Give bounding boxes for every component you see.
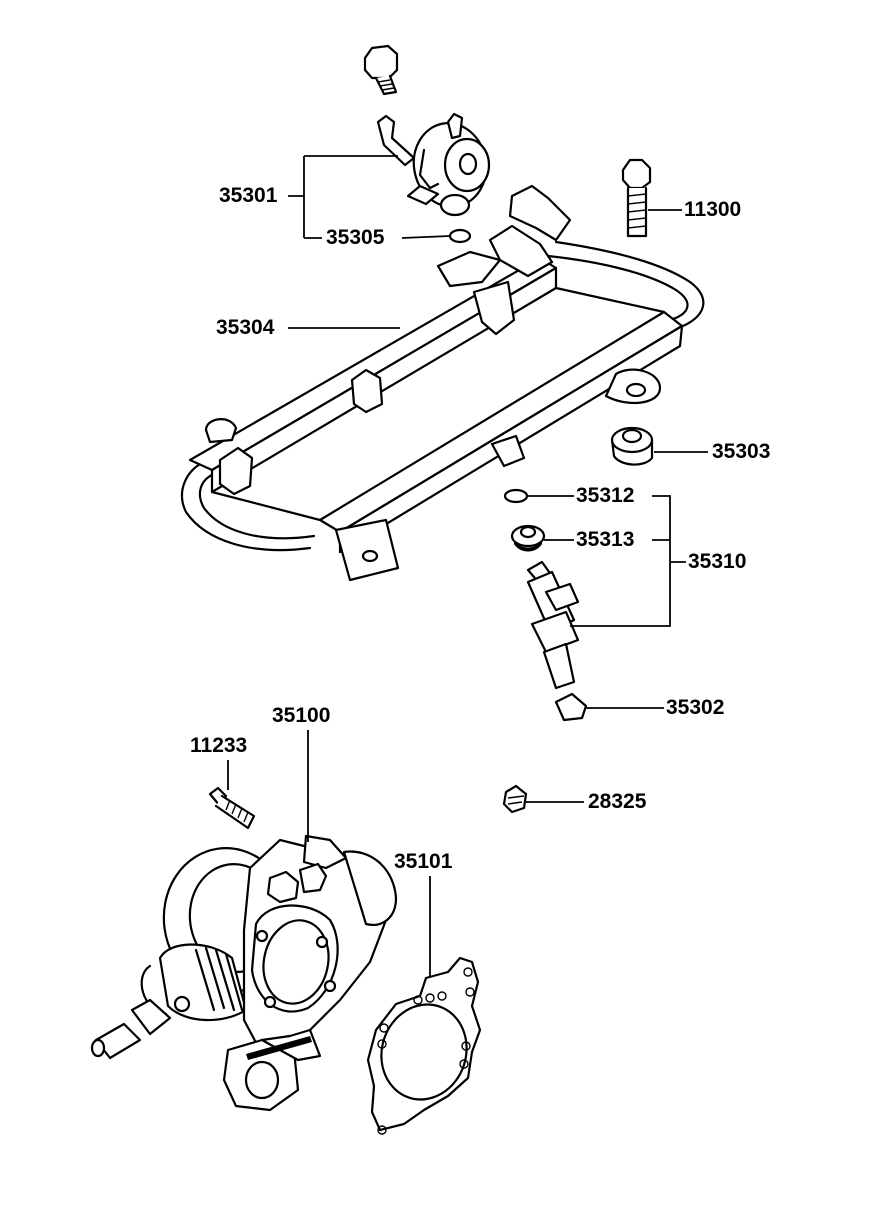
fuel-delivery-pipe [181, 184, 705, 582]
throttle-body-gasket [366, 956, 482, 1135]
o-ring-35305 [448, 228, 472, 244]
part-label-35304: 35304 [216, 316, 275, 339]
insulator-35303 [610, 426, 654, 466]
fuel-injector [526, 560, 580, 690]
part-label-35101: 35101 [394, 850, 453, 873]
part-label-35305: 35305 [326, 226, 385, 249]
leader-lines [227, 155, 708, 976]
part-label-35100: 35100 [272, 704, 331, 727]
throttle-body [90, 834, 398, 1112]
bolt-11300 [621, 158, 652, 238]
part-label-35302: 35302 [666, 696, 725, 719]
screw-11233 [208, 786, 256, 830]
o-ring-35312 [503, 488, 529, 504]
part-label-35301: 35301 [219, 184, 278, 207]
part-label-35312: 35312 [576, 484, 635, 507]
part-label-11300: 11300 [684, 198, 742, 221]
part-label-11233: 11233 [190, 734, 248, 757]
o-ring-35302 [554, 692, 588, 722]
regulator-bolt [363, 44, 399, 96]
part-label-35303: 35303 [712, 440, 771, 463]
plug-28325 [502, 784, 528, 814]
fuel-pressure-regulator [376, 112, 491, 217]
part-label-35310: 35310 [688, 550, 747, 573]
part-label-28325: 28325 [588, 790, 647, 813]
grommet-35313 [510, 524, 546, 552]
part-label-35313: 35313 [576, 528, 635, 551]
